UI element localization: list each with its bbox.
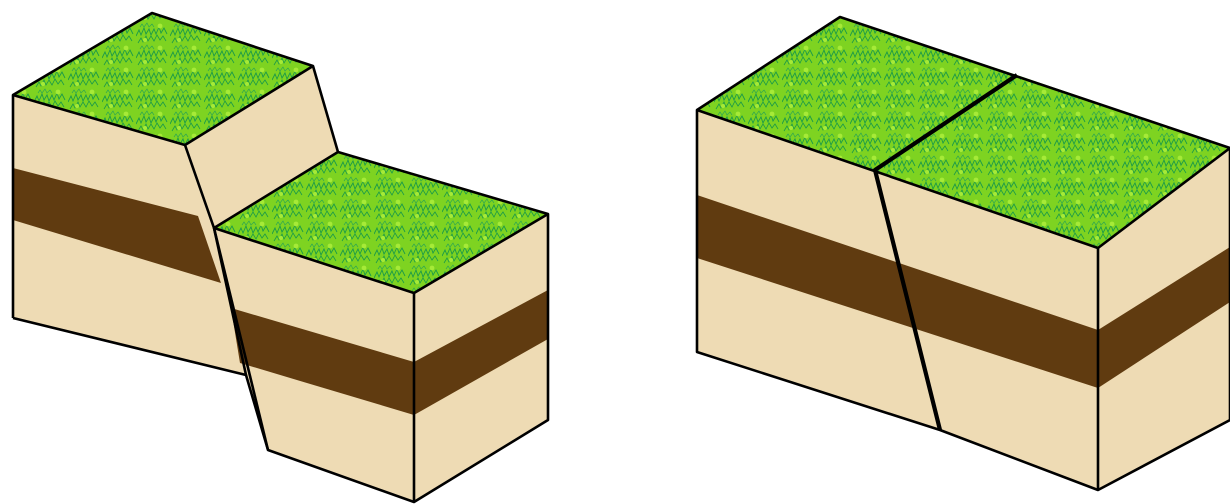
left-fault-diagram (13, 13, 548, 502)
right-fault-diagram (697, 17, 1230, 490)
